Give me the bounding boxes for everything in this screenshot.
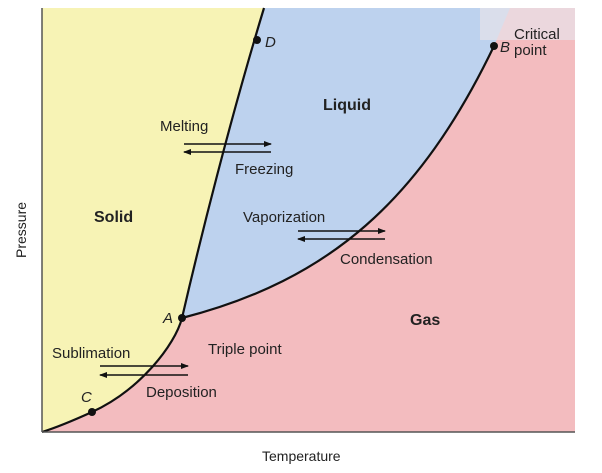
liquid-region xyxy=(182,8,510,318)
vaporization-curve xyxy=(181,45,495,320)
deposition-label: Deposition xyxy=(146,384,217,401)
point-d-dot xyxy=(253,36,261,44)
condensation-label: Condensation xyxy=(340,251,433,268)
point-a-label: A xyxy=(162,310,173,327)
triple-point-label: Triple point xyxy=(208,341,282,358)
solid-label: Solid xyxy=(94,209,133,226)
critical-point-label-line1: Critical xyxy=(514,26,560,43)
freezing-label: Freezing xyxy=(235,161,293,178)
critical-point-label-line2: point xyxy=(514,42,547,59)
point-a-dot xyxy=(178,314,186,322)
sublimation-label: Sublimation xyxy=(52,345,130,362)
point-b-label: B xyxy=(500,39,510,56)
liquid-label: Liquid xyxy=(323,97,371,114)
y-axis-title: Pressure xyxy=(13,202,29,258)
melting-label: Melting xyxy=(160,118,208,135)
point-c-dot xyxy=(88,408,96,416)
x-axis-title: Temperature xyxy=(262,448,341,464)
gas-region xyxy=(42,8,575,432)
point-b-dot xyxy=(490,42,498,50)
solid-region xyxy=(42,8,264,432)
sublimation-curve xyxy=(41,317,184,434)
supercritical-tint xyxy=(480,8,575,40)
point-d-label: D xyxy=(265,34,276,51)
gas-label: Gas xyxy=(410,312,440,329)
point-c-label: C xyxy=(81,389,92,406)
vaporization-label: Vaporization xyxy=(243,209,325,226)
melting-curve xyxy=(180,7,266,319)
